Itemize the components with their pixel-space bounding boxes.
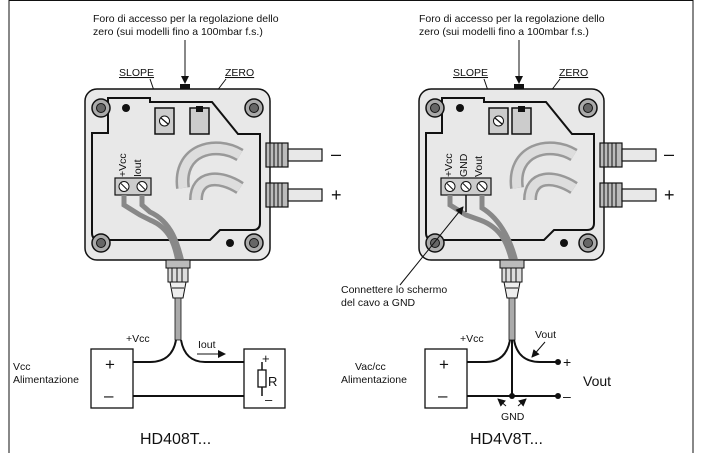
corner-screw-tl bbox=[425, 98, 445, 118]
zero-trimmer bbox=[511, 106, 532, 135]
gnd-arrows bbox=[517, 398, 527, 407]
fitting-minus bbox=[265, 142, 323, 168]
vout-label: Vout bbox=[583, 373, 611, 389]
terminal-block bbox=[114, 177, 152, 196]
internal-cable bbox=[121, 195, 181, 263]
gnd-junction bbox=[509, 393, 515, 399]
slope-trimmer bbox=[154, 107, 175, 135]
output-cable bbox=[174, 297, 182, 341]
corner-screw-tr bbox=[244, 98, 264, 118]
top-note-line2: zero (sui modelli fino a 100mbar f.s.) bbox=[93, 26, 263, 38]
zero-label: ZERO bbox=[225, 67, 254, 79]
terminal-gnd-label: GND bbox=[458, 153, 470, 177]
supply-label-line1: Vac/cc bbox=[355, 361, 386, 373]
wire-vcc-label: +Vcc bbox=[460, 333, 484, 345]
slope-label: SLOPE bbox=[119, 67, 154, 79]
psu-minus: – bbox=[104, 386, 114, 405]
wire-vcc bbox=[133, 339, 177, 363]
top-note-line1: Foro di accesso per la regolazione dello bbox=[93, 13, 279, 25]
psu-minus: – bbox=[438, 386, 448, 405]
out-plus: + bbox=[563, 354, 571, 370]
out-minus: – bbox=[563, 388, 571, 404]
corner-screw-bl bbox=[91, 233, 111, 253]
load-plus: + bbox=[262, 351, 270, 366]
terminal-vcc-label: +Vcc bbox=[117, 153, 129, 177]
cable-gland bbox=[165, 259, 191, 299]
wire-vcc-label: +Vcc bbox=[126, 333, 150, 345]
port-plus-label: + bbox=[331, 185, 342, 205]
psu-plus: + bbox=[439, 355, 449, 374]
supply-label-line2: Alimentazione bbox=[341, 374, 407, 386]
top-note-line1: Foro di accesso per la regolazione dello bbox=[419, 13, 605, 25]
vout-arrow bbox=[531, 341, 546, 358]
fitting-plus bbox=[599, 182, 657, 208]
output-cable bbox=[508, 297, 516, 341]
mount-hole-bottom bbox=[560, 239, 568, 247]
cable-gland bbox=[499, 259, 525, 299]
zero-label: ZERO bbox=[559, 67, 588, 79]
power-supply-box bbox=[90, 348, 134, 409]
diagram-hd408t: Foro di accesso per la regolazione dello… bbox=[13, 13, 342, 448]
out-plus-node bbox=[555, 359, 561, 365]
supply-label-line2: Alimentazione bbox=[13, 374, 79, 386]
load-r-label: R bbox=[268, 374, 277, 389]
resistor-symbol bbox=[257, 369, 267, 388]
power-supply-box bbox=[424, 348, 468, 409]
shield-arrow bbox=[399, 206, 464, 286]
mount-hole-bottom bbox=[226, 239, 234, 247]
fitting-minus bbox=[599, 142, 657, 168]
top-note-line2: zero (sui modelli fino a 100mbar f.s.) bbox=[419, 26, 589, 38]
out-minus-node bbox=[555, 393, 561, 399]
terminal-block bbox=[440, 177, 492, 196]
wire-iout bbox=[180, 339, 262, 363]
wire-vcc bbox=[467, 339, 511, 363]
shield-note-line2: del cavo a GND bbox=[341, 297, 416, 309]
model-label-hd408t: HD408T... bbox=[140, 431, 211, 448]
model-label-hd4v8t: HD4V8T... bbox=[470, 431, 543, 448]
corner-screw-tr bbox=[578, 98, 598, 118]
corner-screw-tl bbox=[91, 98, 111, 118]
psu-plus: + bbox=[105, 355, 115, 374]
corner-screw-br bbox=[578, 233, 598, 253]
slope-label: SLOPE bbox=[453, 67, 488, 79]
load-minus: – bbox=[265, 392, 273, 407]
port-minus-label: – bbox=[331, 144, 341, 164]
terminal-vout-label: Vout bbox=[473, 156, 485, 177]
corner-screw-br bbox=[244, 233, 264, 253]
access-hole bbox=[180, 84, 190, 89]
zero-trimmer bbox=[189, 106, 210, 135]
port-minus-label: – bbox=[664, 144, 674, 164]
gnd-label: GND bbox=[501, 411, 525, 423]
terminal-iout-label: Iout bbox=[132, 159, 144, 177]
supply-label-line1: Vcc bbox=[13, 361, 31, 373]
access-hole bbox=[514, 84, 524, 89]
port-plus-label: + bbox=[664, 185, 675, 205]
mount-hole-top bbox=[456, 104, 464, 112]
mount-hole-top bbox=[122, 104, 130, 112]
diagram-hd4v8t: Foro di accesso per la regolazione dello… bbox=[341, 13, 675, 448]
shield-note-line1: Connettere lo schermo bbox=[341, 284, 447, 296]
wire-vout bbox=[513, 339, 558, 363]
internal-cable bbox=[447, 195, 515, 263]
slope-trimmer bbox=[488, 107, 509, 135]
fitting-plus bbox=[265, 182, 323, 208]
wire-vout-label: Vout bbox=[535, 329, 556, 341]
terminal-vcc-label: +Vcc bbox=[443, 153, 455, 177]
wire-iout-label: Iout bbox=[198, 339, 216, 351]
